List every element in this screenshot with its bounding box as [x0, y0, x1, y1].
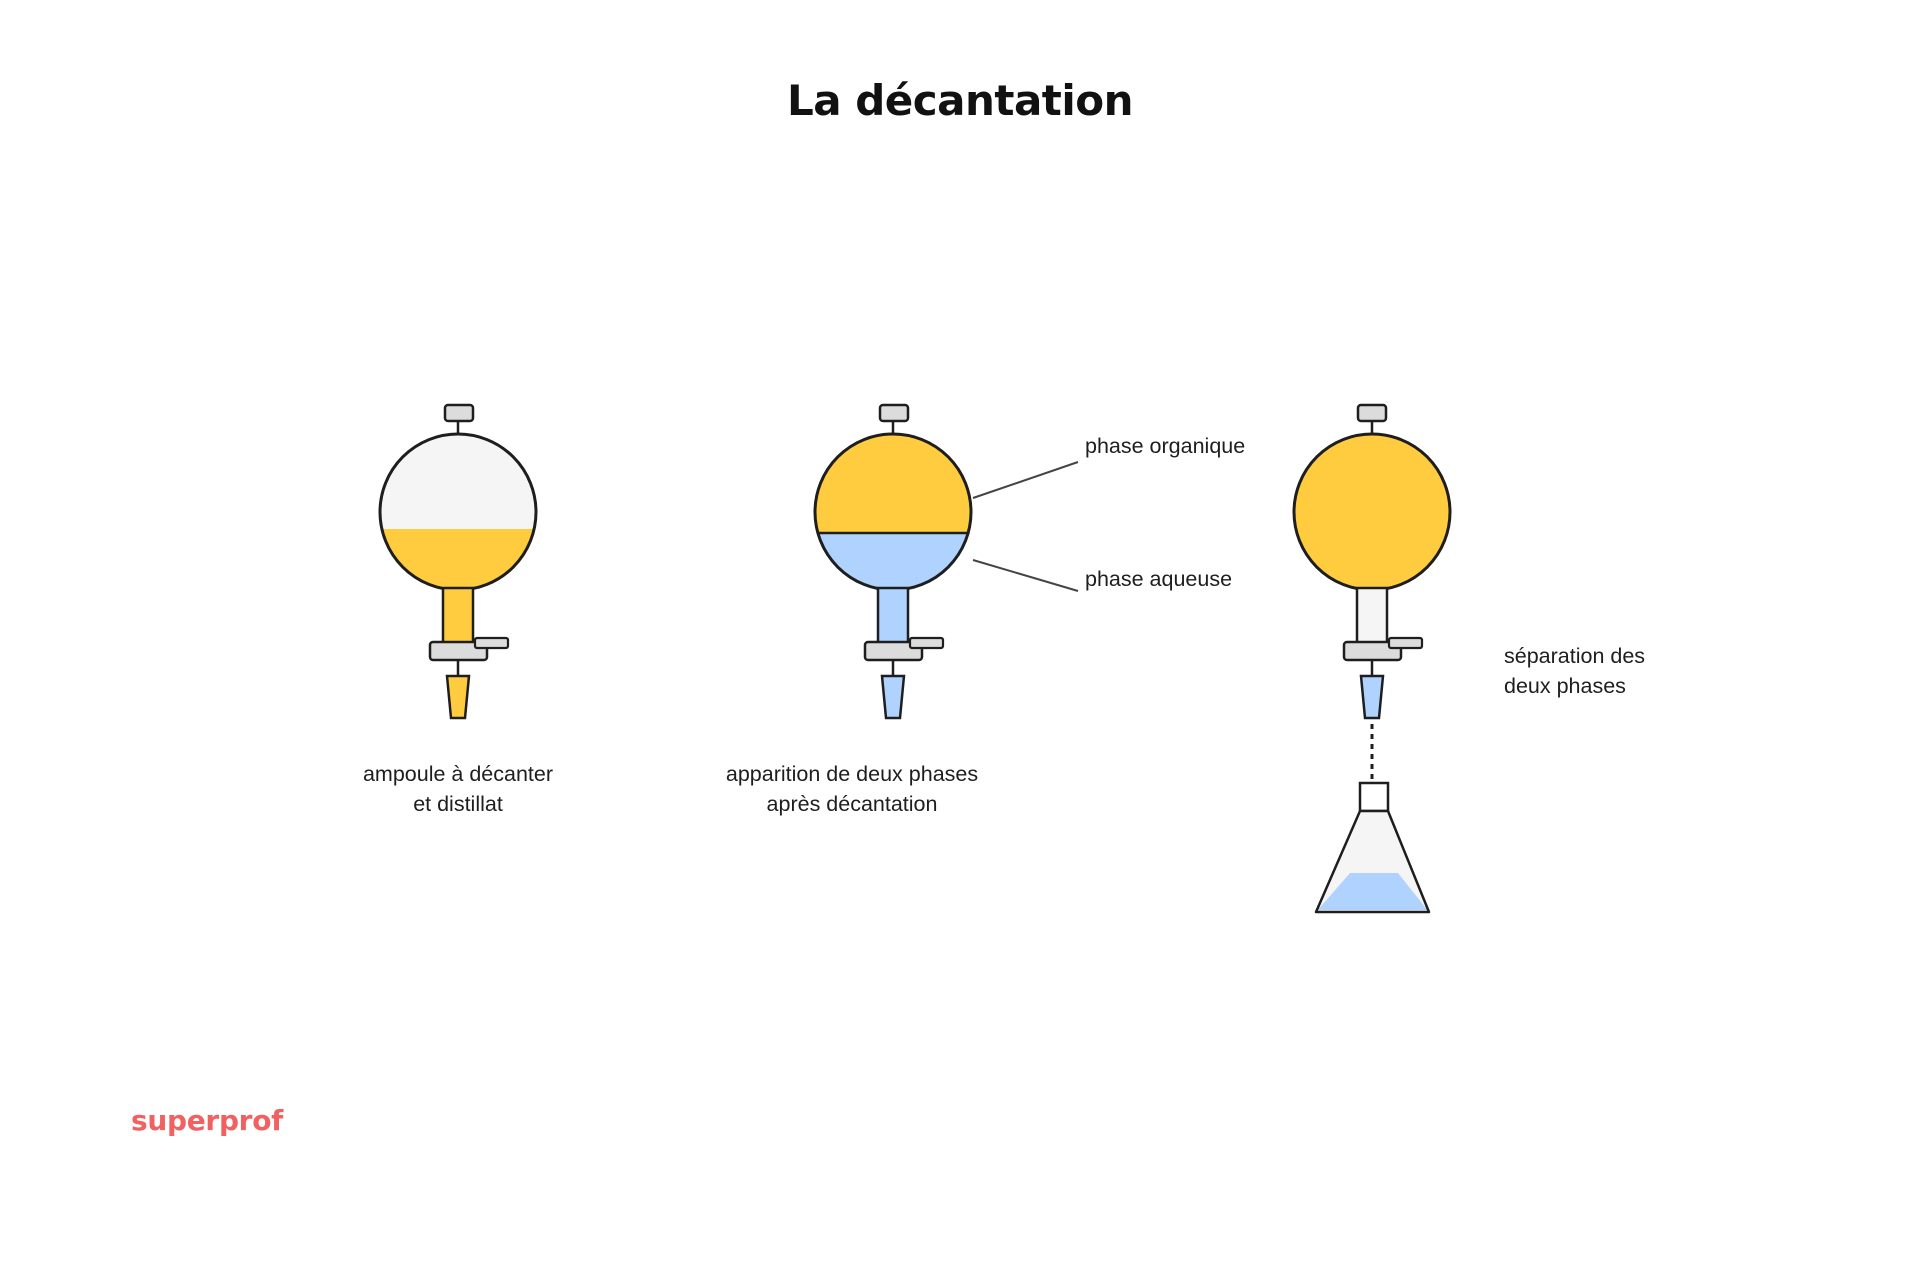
organic-leader-line [972, 461, 1079, 499]
separatory-funnel-3 [1292, 403, 1452, 914]
funnel-tip [445, 674, 471, 720]
funnel-stem [876, 586, 910, 646]
label-funnel-2-line2: après décantation [767, 792, 938, 816]
superprof-logo: superprof [131, 1104, 284, 1137]
label-organic-phase: phase organique [1085, 434, 1245, 458]
label-funnel-2-line1: apparition de deux phases [726, 762, 978, 786]
stopper [443, 403, 475, 423]
funnel-stem [441, 586, 475, 646]
stopcock-handle [908, 636, 945, 650]
label-funnel-1-line1: ampoule à décanter [363, 762, 553, 786]
label-separation-line1: séparation des [1504, 644, 1645, 668]
label-aqueous-phase: phase aqueuse [1085, 567, 1232, 591]
aqueous-leader-line [972, 559, 1079, 592]
erlenmeyer-flask [1314, 781, 1431, 914]
stopcock-handle [1387, 636, 1424, 650]
funnel-tip [880, 674, 906, 720]
stopper [878, 403, 910, 423]
page-title: La décantation [786, 76, 1134, 125]
funnel-bulb [1292, 432, 1452, 592]
separatory-funnel-2 [813, 403, 1079, 720]
stopcock-handle [473, 636, 510, 650]
funnel-tip [1359, 674, 1385, 720]
separatory-funnel-1 [378, 403, 538, 720]
funnel-stem [1355, 586, 1389, 646]
stopper [1356, 403, 1388, 423]
label-separation-line2: deux phases [1504, 674, 1626, 698]
funnel-bulb [813, 432, 973, 592]
funnel-bulb [378, 432, 538, 592]
label-funnel-1-line2: et distillat [413, 792, 503, 816]
